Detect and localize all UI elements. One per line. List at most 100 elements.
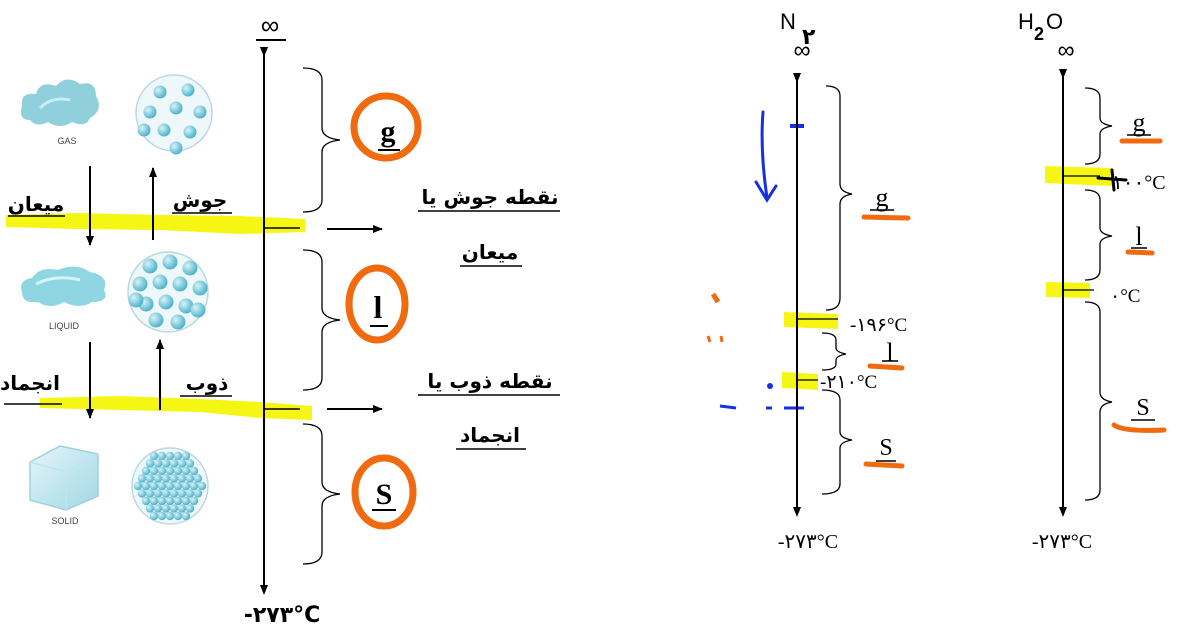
solid-particle [153, 504, 163, 513]
h2o-melting-label: ۰°C [1110, 286, 1140, 307]
gas-particle [181, 83, 195, 97]
gas-letter: g [381, 115, 396, 148]
solid-particle [157, 481, 167, 491]
n2-gas-brace [825, 85, 853, 311]
h2o-liquid-orange-mark [1125, 249, 1155, 256]
liquid-particle [190, 302, 206, 318]
solid-particle [181, 451, 191, 461]
solid-particle [173, 451, 183, 461]
solid-particle [177, 489, 187, 498]
solid-particle [157, 466, 167, 476]
n2-liquid-letter: l [886, 338, 893, 367]
solid-image-label: SOLID [51, 516, 79, 526]
solid-particle [193, 474, 203, 483]
n2-solid-orange-mark [863, 461, 905, 469]
solid-particle [149, 451, 159, 461]
gas-brace [302, 67, 341, 213]
solid-particle [161, 489, 171, 498]
liquid-particle [132, 276, 148, 292]
liquid-particle [162, 254, 178, 270]
solid-particle [157, 451, 167, 461]
solid-particle [137, 474, 147, 483]
boil-label: جوش [173, 188, 228, 212]
left-panel: ∞ -۲۷۳°C g l S نقطه جوش یا میعان نقطه ذو… [0, 10, 560, 628]
solid-letter: S [376, 478, 393, 511]
gas-particle [153, 85, 167, 99]
solid-particle [173, 511, 183, 521]
n2-orange-mark-1 [710, 292, 721, 304]
solid-particle [153, 489, 163, 498]
solid-particle [145, 489, 155, 498]
liquid-particle [152, 274, 168, 290]
solid-particles-image [131, 447, 209, 525]
gas-circle [350, 92, 422, 162]
solid-particle [141, 466, 151, 476]
n2-boiling-highlight [784, 312, 838, 329]
h2o-formula-o: O [1046, 9, 1063, 34]
gas-particle [183, 125, 197, 139]
solid-particle [157, 496, 167, 506]
h2o-top-label: ∞ [1057, 37, 1074, 64]
solid-particle [141, 496, 151, 506]
solid-particle [149, 481, 159, 491]
solid-particle [173, 496, 183, 506]
solid-particle [169, 504, 179, 513]
condense-label: میعان [8, 192, 64, 216]
gas-particle [193, 105, 207, 119]
solid-particle [161, 504, 171, 513]
solid-particle [145, 474, 155, 483]
h2o-liquid-letter: l [1135, 222, 1142, 251]
h2o-bottom-label: -۲۷۳°C [1032, 531, 1092, 553]
gas-particle [157, 123, 171, 137]
liquid-particle [172, 276, 188, 292]
solid-particle [177, 474, 187, 483]
solid-particle [193, 489, 203, 498]
solid-particle [157, 511, 167, 521]
solid-particle [133, 481, 143, 491]
solid-particle [185, 504, 195, 513]
solid-particle [181, 511, 191, 521]
solid-particle [141, 481, 151, 491]
boiling-highlight [6, 213, 305, 234]
solid-brace [302, 423, 341, 565]
h2o-solid-brace [1084, 301, 1113, 501]
n2-formula-subscript: ۲ [802, 25, 816, 50]
liquid-particle [142, 258, 158, 274]
freeze-label: انجماد [0, 371, 60, 395]
solid-particle [153, 474, 163, 483]
n2-blue-dash-1 [719, 404, 737, 410]
gas-particle [137, 123, 151, 137]
solid-circle [351, 454, 417, 530]
liquid-particle [182, 260, 198, 276]
h2o-solid-orange-mark [1111, 422, 1167, 433]
n2-blue-arrow-icon [754, 110, 778, 203]
solid-particle [173, 481, 183, 491]
n2-bottom-label: -۲۷۳°C [778, 531, 838, 553]
solid-particle [149, 496, 159, 506]
gas-particle [169, 141, 183, 155]
melting-point-label-line1: نقطه ذوب یا [427, 369, 552, 393]
solid-particle [165, 451, 175, 461]
liquid-particle [170, 314, 186, 330]
solid-particle [189, 481, 199, 491]
n2-gas-letter: g [876, 183, 889, 212]
solid-particle [177, 459, 187, 468]
n2-solid-letter: S [879, 435, 892, 461]
solid-particle [145, 459, 155, 468]
solid-particle [177, 504, 187, 513]
boiling-point-label-line2: میعان [462, 240, 518, 264]
h2o-panel: H 2 O ∞ -۲۷۳°C ۱۰۰°C ۰°C g l S [1018, 9, 1167, 553]
liquid-particle [178, 298, 194, 314]
axis-bottom-label: -۲۷۳°C [244, 603, 321, 628]
solid-particle [197, 481, 207, 491]
solid-particle [189, 496, 199, 506]
solid-particle [145, 504, 155, 513]
h2o-boiling-label: ۱۰۰°C [1112, 172, 1166, 194]
solid-particle [149, 466, 159, 476]
liquid-circle [345, 264, 409, 344]
solid-particle [161, 474, 171, 483]
n2-solid-brace [821, 389, 853, 495]
h2o-formula-subscript: 2 [1034, 24, 1044, 44]
gas-particle [169, 101, 183, 115]
